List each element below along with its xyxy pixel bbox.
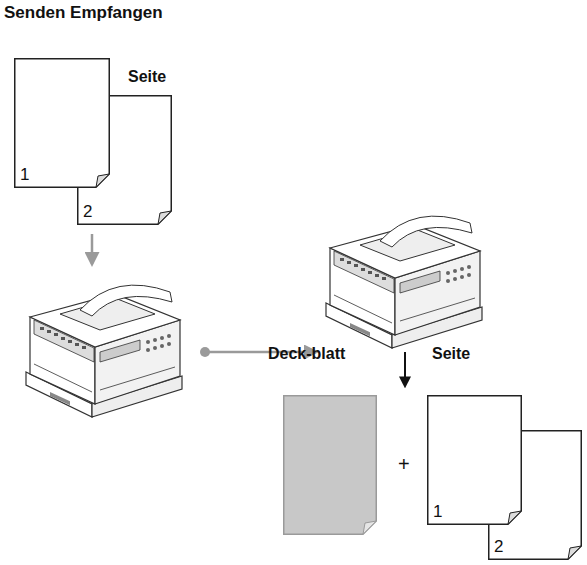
cover-sheet: Deck-blatt <box>283 395 377 535</box>
page-sheet: 1 <box>14 58 110 188</box>
page-number: 1 <box>433 502 442 522</box>
flow-arrow <box>91 234 94 264</box>
page-label: Seite <box>432 345 470 363</box>
fax-machine <box>326 216 482 348</box>
diagram-title: Senden Empfangen <box>4 3 163 23</box>
page-number: 2 <box>494 537 503 557</box>
page-number: 2 <box>83 202 92 222</box>
page-number: 1 <box>20 165 29 185</box>
sheet-outline <box>283 395 377 535</box>
page-label: Seite <box>128 68 166 86</box>
output-arrow <box>404 352 406 386</box>
plus-sign: + <box>398 453 410 476</box>
fax-machine <box>26 285 182 417</box>
sheet-heading: Deck-blatt <box>268 345 345 363</box>
page-sheet: 1 <box>427 395 522 525</box>
